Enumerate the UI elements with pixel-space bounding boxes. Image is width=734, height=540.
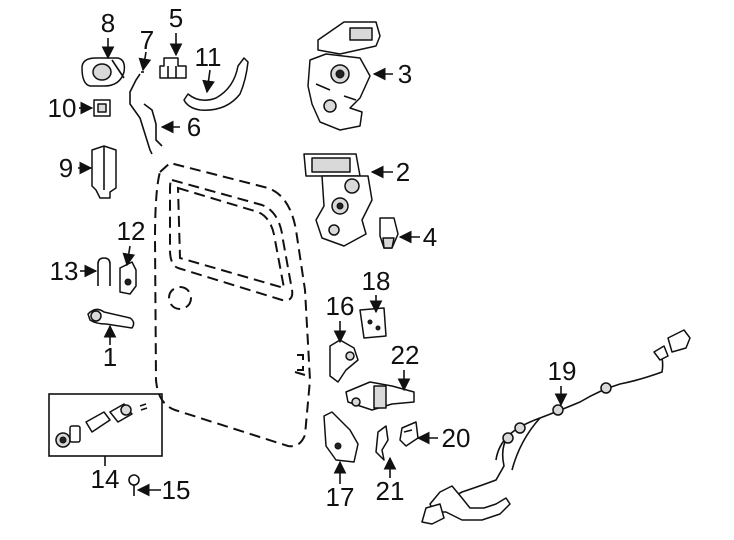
callout-20: 20: [442, 423, 471, 453]
callout-11: 11: [195, 42, 222, 72]
part-3-icon: [307, 21, 381, 131]
callout-10: 10: [48, 93, 77, 123]
callout-18: 18: [362, 266, 391, 296]
part-8-icon: [81, 57, 126, 87]
part-17-icon: [323, 411, 359, 463]
callout-16: 16: [326, 291, 355, 321]
door-outline: [153, 161, 312, 448]
callout-8: 8: [101, 8, 115, 38]
part-19-icon: [421, 329, 691, 525]
callout-12: 12: [117, 216, 146, 246]
callout-22: 22: [391, 340, 420, 370]
callout-15: 15: [162, 475, 191, 505]
part-22-icon: [345, 381, 415, 411]
callout-4: 4: [423, 222, 437, 252]
callout-13: 13: [50, 256, 79, 286]
callout-14: 14: [91, 464, 120, 494]
part-1-icon: [87, 308, 135, 329]
part-12-icon: [119, 261, 137, 295]
part-14-box: [48, 393, 163, 457]
part-6-icon: [143, 103, 163, 147]
part-11-icon: [183, 57, 249, 111]
callout-1: 1: [103, 342, 117, 372]
callout-labels: 8 5 7 11 3 6 10 9 2 4 12 13 1 14 15 16 1…: [48, 3, 577, 512]
part-4-icon: [379, 217, 399, 249]
part-10-icon: [93, 99, 111, 117]
part-16-icon: [329, 339, 359, 383]
callout-7: 7: [140, 25, 154, 55]
leader-lines: [78, 33, 568, 497]
callout-5: 5: [169, 3, 183, 33]
part-18-icon: [359, 307, 387, 339]
part-7-icon: [129, 71, 153, 155]
part-20-icon: [399, 421, 419, 447]
callout-9: 9: [59, 153, 73, 183]
part-15-icon: [128, 474, 140, 496]
callout-19: 19: [548, 356, 577, 386]
part-13-icon: [97, 257, 111, 286]
callout-3: 3: [398, 59, 412, 89]
part-9-icon: [91, 145, 117, 199]
callout-21: 21: [376, 476, 405, 506]
callout-17: 17: [326, 482, 355, 512]
part-21-icon: [375, 425, 389, 461]
part-5-icon: [159, 57, 187, 79]
callout-6: 6: [187, 112, 201, 142]
callout-2: 2: [396, 157, 410, 187]
part-2-icon: [303, 153, 373, 247]
